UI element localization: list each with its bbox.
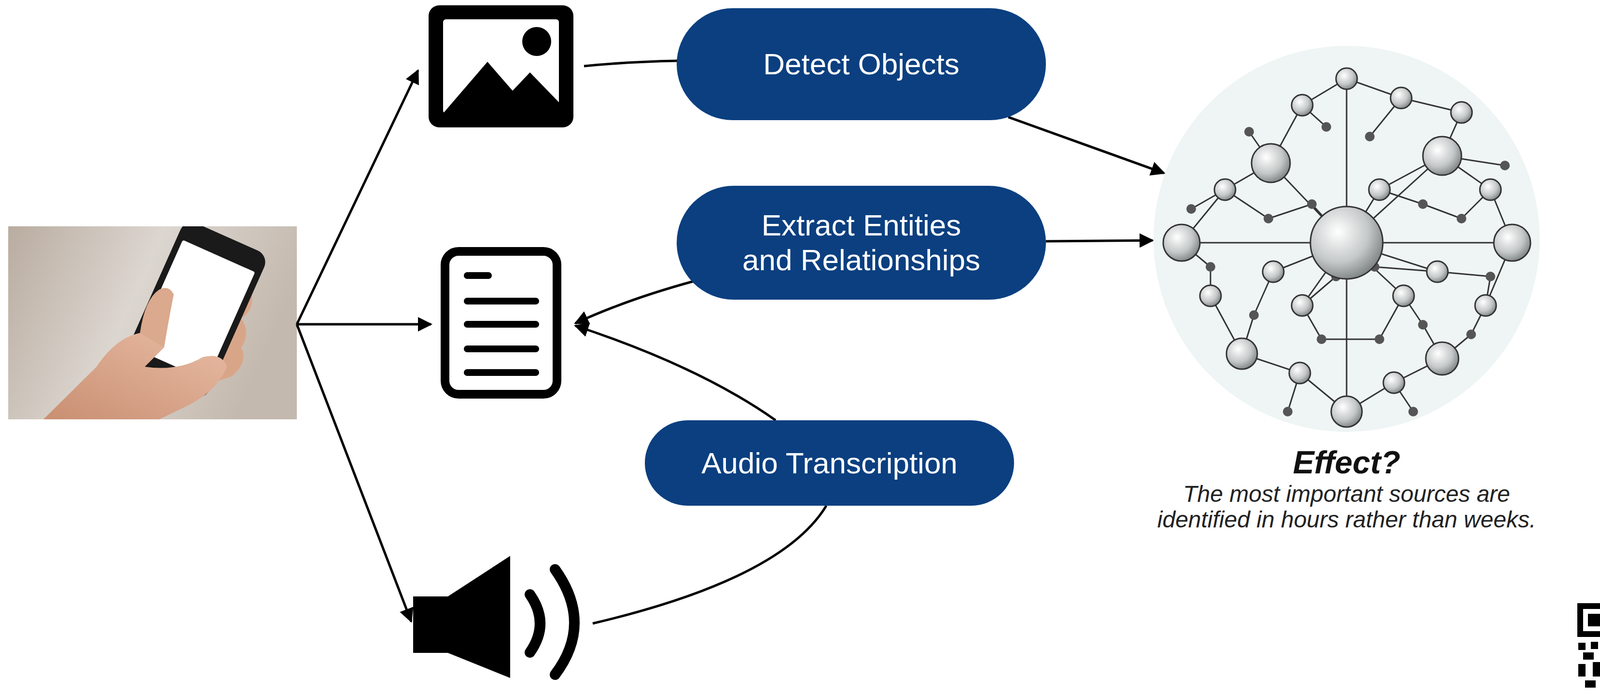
graph-hub	[1310, 206, 1383, 279]
graph-sphere	[1426, 261, 1448, 283]
effect-caption: The most important sources are identifie…	[1143, 481, 1550, 533]
step-label: Extract Entities and Relationships	[737, 208, 986, 278]
phone-photo	[8, 226, 297, 420]
transcription-to-text-arrow	[575, 325, 776, 421]
flow-connector	[1008, 117, 1165, 174]
image-icon-mountains	[443, 61, 559, 114]
graph-sphere	[1425, 342, 1459, 376]
phone-to-text-arrow	[296, 323, 432, 326]
step-label: Detect Objects	[763, 46, 960, 82]
graph-sphere	[1493, 224, 1531, 262]
audio-to-transcription-line	[592, 505, 827, 624]
graph-sphere	[1383, 372, 1405, 394]
graph-sphere	[1331, 396, 1363, 428]
process-pill: Detect Objects	[676, 8, 1046, 121]
extract-to-text-arrow	[575, 280, 696, 324]
graph-sphere	[1226, 338, 1258, 370]
graph-sphere	[1289, 362, 1311, 384]
phone-to-audio-arrow	[296, 324, 412, 622]
graph-spheres	[1163, 68, 1531, 428]
step-label: Audio Transcription	[701, 445, 958, 481]
graph-sphere	[1368, 179, 1391, 201]
document-icon-lines	[467, 275, 536, 373]
flow-connector	[1045, 240, 1153, 242]
graph-sphere	[1251, 143, 1291, 183]
speaker-wave-large	[555, 569, 575, 675]
image-icon-frame	[428, 5, 574, 128]
image-icon-sun	[522, 27, 552, 56]
graph-sphere	[1214, 179, 1236, 201]
graph-sphere	[1390, 87, 1412, 109]
process-pill: Extract Entities and Relationships	[676, 185, 1046, 300]
document-icon	[445, 251, 557, 395]
graph-sphere	[1335, 68, 1358, 90]
graph-sphere	[1291, 294, 1313, 317]
image-to-detect-line	[584, 60, 678, 67]
effect-heading: Effect?	[1095, 443, 1598, 482]
phone-to-image-arrow	[296, 70, 418, 325]
graph-sphere	[1163, 224, 1200, 262]
graph-ground	[1153, 45, 1540, 432]
graph-node: Effect?The most important sources are id…	[1095, 44, 1598, 571]
phone-screen	[134, 239, 256, 381]
graph-sphere	[1479, 179, 1502, 201]
hand-thumb	[139, 288, 174, 348]
graph-sphere	[1422, 136, 1462, 176]
speaker-icon	[413, 556, 575, 679]
graph-sphere	[1450, 101, 1473, 124]
flow-lines	[296, 60, 827, 624]
image-icon	[428, 5, 574, 128]
document-icon-frame	[445, 251, 557, 395]
graph-circle-art	[1152, 44, 1541, 433]
speaker-cone	[447, 556, 511, 679]
speaker-wave-small	[529, 594, 541, 653]
graph-links	[1181, 78, 1513, 412]
hand-palm	[43, 333, 227, 420]
graph-sphere	[1474, 294, 1497, 317]
image-icon-inner	[443, 19, 559, 114]
graph-sphere	[1291, 94, 1313, 116]
graph-sphere	[1392, 285, 1415, 307]
qr-code	[1577, 603, 1600, 688]
graph-dots	[1191, 126, 1505, 412]
speaker-box	[413, 596, 450, 654]
process-pill: Audio Transcription	[644, 420, 1015, 506]
graph-sphere	[1262, 261, 1284, 283]
graph-sphere	[1199, 285, 1222, 307]
